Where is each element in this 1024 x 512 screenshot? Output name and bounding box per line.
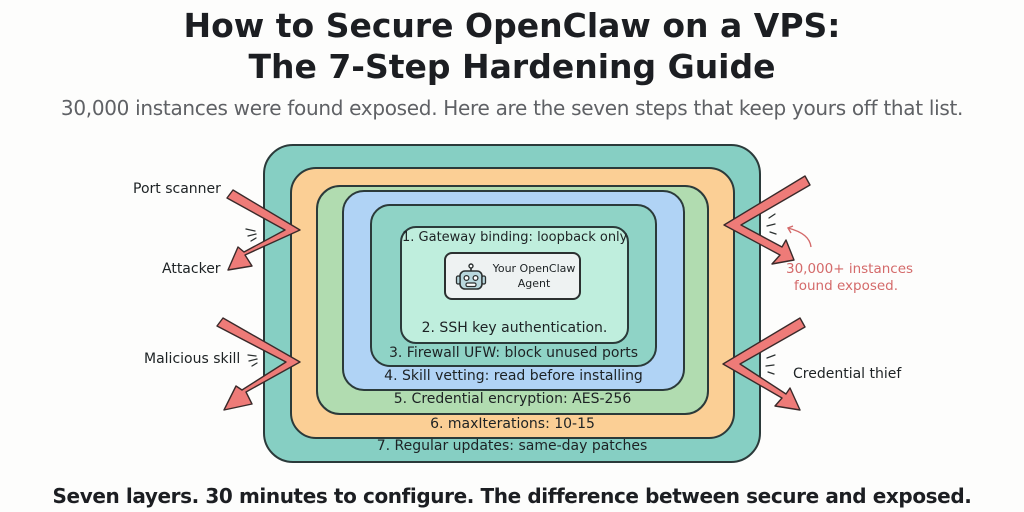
robot-icon (455, 263, 487, 290)
exposed-annotation: 30,000+ instances found exposed. (786, 261, 914, 295)
threat-malicious-skill: Malicious skill (144, 351, 241, 367)
arrow-credential-thief-icon (722, 317, 806, 411)
threat-credential-thief: Credential thief (793, 366, 902, 382)
exposed-annotation-line-1: 30,000+ instances (786, 261, 914, 277)
agent-label-line-2: Agent (517, 277, 551, 290)
layer-2-bottom-label: 2. SSH key authentication. (421, 320, 608, 336)
page-title-line-1: How to Secure OpenClaw on a VPS: (183, 6, 841, 45)
exposed-annotation-line-2: found exposed. (793, 278, 899, 294)
layer-3-label: 3. Firewall UFW: block unused ports (389, 345, 638, 361)
agent-label: Your OpenClaw Agent (490, 261, 578, 291)
layer-4-label: 4. Skill vetting: read before installing (384, 368, 643, 384)
agent-label-line-1: Your OpenClaw (492, 262, 576, 275)
layer-7-label: 7. Regular updates: same-day patches (376, 438, 648, 454)
layer-1-label: 1. Gateway binding: loopback only (402, 230, 628, 245)
threat-attacker: Attacker (162, 261, 221, 277)
arrow-port-scanner-icon (226, 189, 301, 271)
openclaw-agent-box: Your OpenClaw Agent (444, 252, 581, 300)
footer-tagline: Seven layers. 30 minutes to configure. T… (52, 484, 972, 508)
arrow-malicious-skill-icon (216, 317, 301, 411)
layer-5-label: 5. Credential encryption: AES-256 (393, 391, 632, 407)
arrow-right-top-icon (723, 175, 811, 265)
page-title-line-2: The 7-Step Hardening Guide (248, 47, 776, 86)
threat-port-scanner: Port scanner (133, 181, 221, 197)
subtitle: 30,000 instances were found exposed. Her… (60, 96, 964, 120)
layer-6-label: 6. maxIterations: 10-15 (430, 416, 595, 432)
